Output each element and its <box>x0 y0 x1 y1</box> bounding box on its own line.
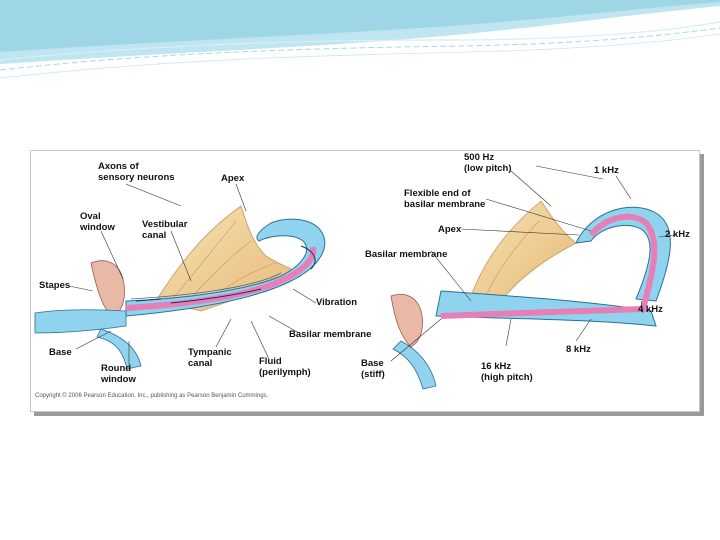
copyright-notice: Copyright © 2006 Pearson Education, Inc.… <box>35 393 269 399</box>
label-base-right: Base (stiff) <box>361 358 385 380</box>
label-round-window: Round window <box>101 363 136 385</box>
label-flexible-end: Flexible end of basilar membrane <box>404 188 486 210</box>
cochlear-canal-right <box>435 290 657 327</box>
basilar-membrane-right <box>440 213 658 319</box>
label-tympanic-canal: Tympanic canal <box>188 347 232 369</box>
stapes-left <box>90 260 125 318</box>
label-apex-left: Apex <box>221 173 245 184</box>
label-4khz: 4 kHz <box>638 304 663 315</box>
cochlea-figure: Axons of sensory neurons Apex Oval windo… <box>30 150 700 412</box>
stapes-right <box>390 293 423 348</box>
label-8khz: 8 kHz <box>566 344 591 355</box>
label-apex-right: Apex <box>438 224 462 235</box>
label-basilar-membrane-left: Basilar membrane <box>289 329 372 340</box>
label-vestibular-canal: Vestibular canal <box>142 219 188 241</box>
basilar-membrane-left <box>125 246 317 311</box>
header-wave-decoration <box>0 0 720 79</box>
cochlea-illustration <box>34 165 677 390</box>
label-500hz: 500 Hz (low pitch) <box>464 152 512 174</box>
label-vibration: Vibration <box>316 297 357 308</box>
label-basilar-membrane-right: Basilar membrane <box>365 249 448 260</box>
label-axons: Axons of sensory neurons <box>98 161 175 183</box>
label-fluid: Fluid (perilymph) <box>259 356 311 378</box>
sensory-nerve-fan-right <box>470 200 577 302</box>
label-base-left: Base <box>49 347 72 358</box>
label-stapes: Stapes <box>39 280 71 291</box>
label-oval-window: Oval window <box>80 211 115 233</box>
label-2khz: 2 kHz <box>665 229 690 240</box>
label-1khz: 1 kHz <box>594 165 619 176</box>
label-16khz: 16 kHz (high pitch) <box>481 361 533 383</box>
